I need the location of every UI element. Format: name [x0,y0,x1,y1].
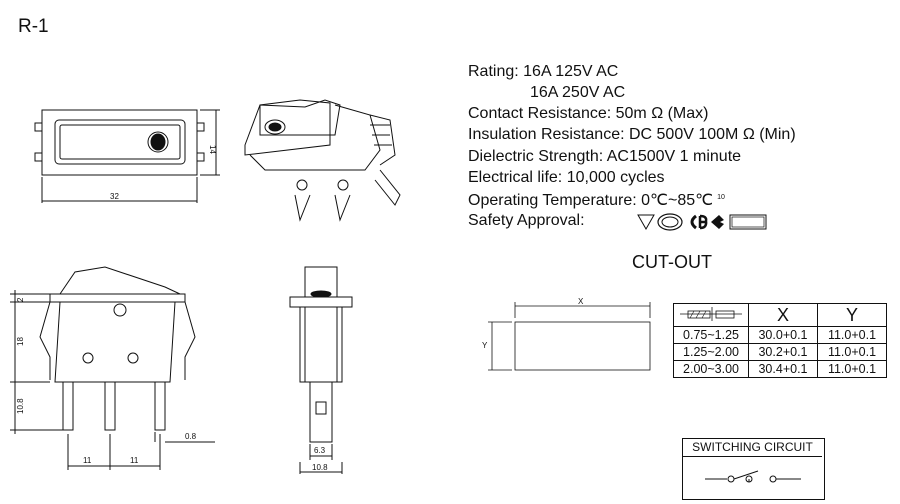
spec-rating-value-1: 16A 125V AC [523,63,619,80]
table-row: 1.25~2.00 30.2+0.1 11.0+0.1 [673,343,887,361]
table-row: 2.00~3.00 30.4+0.1 11.0+0.1 [673,360,887,378]
thickness-range: 2.00~3.00 [673,360,749,378]
dim-pin-pitch-2: 11 [130,456,139,465]
y-value: 11.0+0.1 [817,326,887,344]
dim-side-2: 2 [16,297,25,302]
dim-pin-0-8: 0.8 [185,432,197,441]
dim-side-10-8: 10.8 [16,398,25,414]
spec-insulation-resistance: Insulation Resistance: DC 500V 100M Ω (M… [468,126,796,143]
cb-logo [690,214,708,230]
x-value: 30.4+0.1 [748,360,818,378]
approval-logos [636,212,806,235]
approval-logos-graphic [637,213,767,231]
cutout-title: CUT-OUT [632,252,712,272]
rohs-logo [729,214,767,230]
side-view-drawing: 2 18 10.8 0.8 11 11 [10,266,215,470]
cqc-logo [657,213,683,231]
thickness-range: 0.75~1.25 [673,326,749,344]
x-value: 30.2+0.1 [748,343,818,361]
spec-rating-label: Rating: [468,63,519,80]
perspective-drawing [244,99,401,222]
cutout-drawing: X Y [482,297,651,371]
table-row: 0.75~1.25 30.0+0.1 11.0+0.1 [673,326,887,344]
ce-logo [711,215,724,229]
spec-operating-temperature-text: Operating Temperature: 0℃~85℃ [468,192,714,209]
cutout-x-label: X [578,297,584,306]
panel-thickness-icon [680,307,742,321]
top-view-drawing: 32 14 [34,109,220,203]
y-value: 11.0+0.1 [817,360,887,378]
cutout-header-y: Y [817,303,887,327]
cutout-table: X Y 0.75~1.25 30.0+0.1 11.0+0.1 1.25~2.0… [673,303,887,378]
dim-top-height: 14 [208,145,217,154]
spec-temp-superscript: 10 [717,193,725,201]
dim-end-6-3: 6.3 [314,446,326,455]
thickness-range: 1.25~2.00 [673,343,749,361]
thickness-symbol [673,303,749,327]
end-view-drawing: 6.3 10.8 [289,266,353,474]
model-title: R-1 [18,16,49,37]
spec-rating-value-2: 16A 250V AC [530,84,626,101]
switch-symbol-icon [705,470,801,483]
dim-top-width: 32 [110,192,119,201]
vde-logo [637,214,655,231]
spec-electrical-life: Electrical life: 10,000 cycles [468,169,665,186]
dim-end-10-8: 10.8 [312,463,328,472]
dim-side-18: 18 [16,337,25,346]
cutout-header-x: X [748,303,818,327]
dim-pin-pitch-1: 11 [83,456,92,465]
cutout-table-header: X Y [673,303,887,327]
spec-dielectric-strength: Dielectric Strength: AC1500V 1 minute [468,148,742,165]
spec-rating: Rating: 16A 125V AC [468,63,618,81]
spec-contact-resistance: Contact Resistance: 50m Ω (Max) [468,105,709,122]
x-value: 30.0+0.1 [748,326,818,344]
y-value: 11.0+0.1 [817,343,887,361]
switching-circuit-title: SWITCHING CIRCUIT [683,439,822,457]
switching-circuit-box: SWITCHING CIRCUIT [682,438,825,500]
cutout-y-label: Y [482,341,488,350]
spec-safety-approval: Safety Approval: [468,212,585,229]
